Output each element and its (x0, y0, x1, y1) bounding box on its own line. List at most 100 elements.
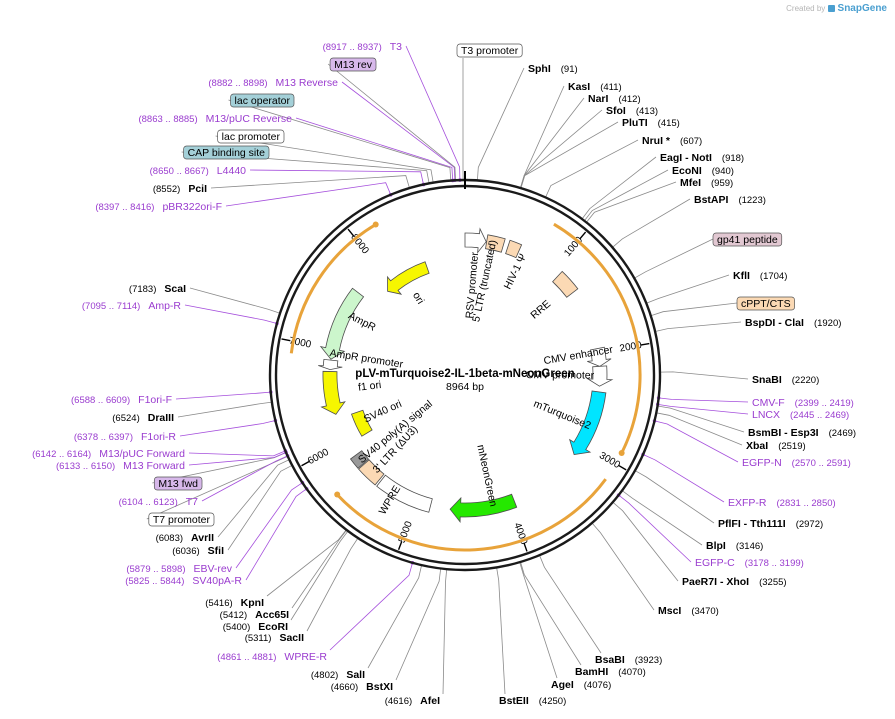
feature-tag-t7-promoter[interactable]: T7 promoter (148, 512, 215, 527)
feature-tag-cap-binding-site[interactable]: CAP binding site (183, 145, 270, 160)
primer-egfp-c[interactable]: EGFP-C(3178 .. 3199) (695, 557, 804, 569)
primer-pbr322ori-f[interactable]: pBR322ori-F(8397 .. 8416) (95, 201, 222, 213)
site-position: (5416) (205, 598, 232, 609)
enzyme-agei[interactable]: AgeI(4076) (551, 679, 611, 691)
enzyme-bsabi[interactable]: BsaBI(3923) (595, 654, 662, 666)
enzyme-pflfi-tth111i[interactable]: PflFI - Tth111I(2972) (718, 518, 823, 530)
leader-line (618, 494, 692, 563)
enzyme-draiii[interactable]: DraIII(6524) (112, 412, 174, 424)
enzyme-mfei[interactable]: MfeI(959) (680, 177, 733, 189)
site-name: PluTI (622, 117, 648, 129)
enzyme-blpi[interactable]: BlpI(3146) (706, 540, 763, 552)
site-position: (4660) (331, 682, 358, 693)
enzyme-sphi[interactable]: SphI(91) (528, 63, 578, 75)
enzyme-avrii[interactable]: AvrII(6083) (156, 532, 215, 544)
feature-tag-box (148, 512, 215, 527)
enzyme-bsteii[interactable]: BstEII(4250) (499, 695, 566, 707)
enzyme-snabi[interactable]: SnaBI(2220) (752, 374, 819, 386)
leader-line (634, 470, 715, 524)
feature-rre[interactable] (552, 270, 579, 298)
enzyme-bsmbi-esp3i[interactable]: BsmBI - Esp3I(2469) (748, 427, 856, 439)
enzyme-sfoi[interactable]: SfoI(413) (606, 105, 658, 117)
primer-amp-r[interactable]: Amp-R(7095 .. 7114) (82, 300, 182, 312)
primer-f1ori-f[interactable]: F1ori-F(6588 .. 6609) (71, 394, 172, 406)
site-position: (415) (658, 118, 680, 129)
enzyme-bstapi[interactable]: BstAPI(1223) (694, 194, 766, 206)
feature-ori[interactable] (387, 261, 430, 295)
feature-mneongreen[interactable] (449, 493, 518, 524)
feature-cmv-promoter[interactable] (586, 365, 614, 387)
feature-ampr[interactable] (319, 287, 365, 360)
primer-t3[interactable]: T3(8917 .. 8937) (323, 41, 403, 53)
feature-hiv-1[interactable] (505, 239, 523, 259)
feature-tag-label: M13 rev (334, 59, 373, 71)
leader-line (520, 561, 582, 666)
enzyme-sfii[interactable]: SfiI(6036) (172, 545, 224, 557)
enzyme-bstxi[interactable]: BstXI(4660) (331, 681, 393, 693)
enzyme-afei[interactable]: AfeI(4616) (385, 695, 440, 707)
enzyme-eagi-noti[interactable]: EagI - NotI(918) (660, 152, 744, 164)
enzyme-kfli[interactable]: KflI(1704) (733, 270, 787, 282)
enzyme-econi[interactable]: EcoNI(940) (672, 165, 734, 177)
enzyme-kpni[interactable]: KpnI(5416) (205, 597, 264, 609)
enzyme-pluti[interactable]: PluTI (415) (622, 117, 680, 129)
feature-3-ltr-u3[interactable] (358, 459, 385, 486)
enzyme-msci[interactable]: MscI(3470) (658, 605, 719, 617)
enzyme-ecori[interactable]: EcoRI(5400) (223, 621, 288, 633)
site-position: (2469) (829, 428, 856, 439)
primer-l4440[interactable]: L4440(8650 .. 8667) (150, 165, 247, 177)
enzyme-xbai[interactable]: XbaI(2519) (746, 440, 806, 452)
enzyme-sali[interactable]: SalI(4802) (311, 669, 365, 681)
primer-exfp-r[interactable]: EXFP-R(2831 .. 2850) (728, 497, 836, 509)
site-position: (8397 .. 8416) (95, 202, 154, 213)
primer-f1ori-r[interactable]: F1ori-R(6378 .. 6397) (74, 431, 177, 443)
feature-tag-m13-rev[interactable]: M13 rev (329, 57, 377, 72)
feature-sv40-ori[interactable] (350, 409, 373, 437)
enzyme-sacii[interactable]: SacII (5311) (245, 632, 304, 644)
primer-m13-puc-forward[interactable]: M13/pUC Forward(6142 .. 6164) (32, 448, 185, 460)
enzyme-kasi[interactable]: KasI(411) (568, 81, 622, 93)
feature-f1-ori[interactable] (320, 370, 346, 415)
primer-wpre-r[interactable]: WPRE-R(4861 .. 4881) (217, 651, 327, 663)
site-name: SacII (279, 632, 304, 644)
feature-mturquoise2[interactable] (569, 390, 607, 455)
feature-tag-m13-fwd[interactable]: M13 fwd (153, 476, 203, 491)
enzyme-nari[interactable]: NarI(412) (588, 93, 641, 105)
enzyme-scai[interactable]: ScaI(7183) (129, 283, 186, 295)
primer-ebv-rev[interactable]: EBV-rev(5879 .. 5898) (126, 563, 232, 575)
site-position: (2570 .. 2591) (792, 458, 851, 469)
leader-line (646, 274, 730, 304)
primer-m13-forward[interactable]: M13 Forward(6133 .. 6150) (56, 460, 185, 472)
feature-tag-lac-promoter[interactable]: lac promoter (217, 129, 285, 144)
enzyme-bamhi[interactable]: BamHI(4070) (575, 666, 646, 678)
feature-sv40-poly-a-signal[interactable] (349, 450, 370, 469)
primer-m13-reverse[interactable]: M13 Reverse(8882 .. 8898) (208, 77, 338, 89)
enzyme-nrui[interactable]: NruI *(607) (642, 135, 702, 147)
feature-label: CMV promoter (526, 369, 595, 381)
feature-rsv-promoter[interactable] (464, 227, 487, 254)
feature-tag-gp41-peptide[interactable]: gp41 peptide (712, 232, 783, 247)
enzyme-pcii[interactable]: PciI(8552) (153, 183, 207, 195)
leader-line (657, 404, 749, 415)
primer-cmv-f[interactable]: CMV-F(2399 .. 2419) (752, 397, 854, 409)
primer-sv40pa-r[interactable]: SV40pA-R(5825 .. 5844) (125, 575, 242, 587)
feature-cmv-enhancer[interactable] (587, 346, 612, 367)
feature-arrows (318, 227, 614, 524)
feature-tag-lac-operator[interactable]: lac operator (230, 93, 295, 108)
feature-5-ltr-truncated[interactable] (485, 234, 506, 253)
primer-egfp-n[interactable]: EGFP-N(2570 .. 2591) (742, 457, 851, 469)
site-name: XbaI (746, 440, 768, 452)
enzyme-paer7i-xhoi[interactable]: PaeR7I - XhoI(3255) (682, 576, 787, 588)
feature-tag-t3-promoter[interactable]: T3 promoter (456, 43, 523, 58)
enzyme-bspdi-clai[interactable]: BspDI - ClaI(1920) (745, 317, 841, 329)
leader-line (520, 121, 619, 189)
primer-t7[interactable]: T7(6104 .. 6123) (119, 496, 199, 508)
feature-tag-cppt-cts[interactable]: cPPT/CTS (736, 296, 795, 311)
primer-lncx[interactable]: LNCX(2445 .. 2469) (752, 409, 849, 421)
site-name: PciI (188, 183, 207, 195)
site-position: (5311) (245, 633, 272, 644)
feature-ampr-promoter[interactable] (318, 358, 343, 371)
primer-m13-puc-reverse[interactable]: M13/pUC Reverse(8863 .. 8885) (138, 113, 292, 125)
enzyme-acc65i[interactable]: Acc65I(5412) (220, 609, 289, 621)
feature-wpre[interactable] (376, 474, 433, 513)
